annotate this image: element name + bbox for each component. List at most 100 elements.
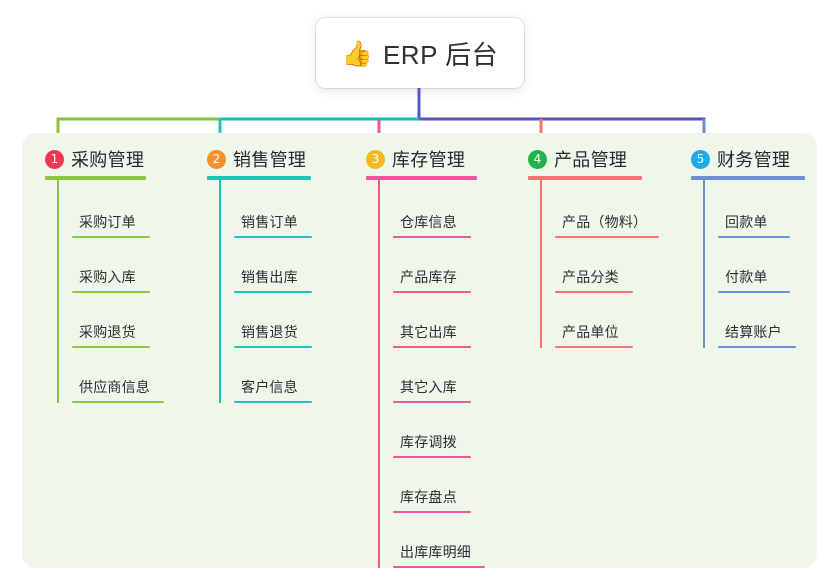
branch-title-1: 采购管理 bbox=[71, 150, 145, 170]
branch-item-label: 结算账户 bbox=[725, 324, 782, 340]
branch-spine-2 bbox=[219, 180, 221, 403]
branch-spine-3 bbox=[378, 180, 380, 568]
branch-items-3: 仓库信息产品库存其它出库其它入库库存调拨库存盘点出库库明细 bbox=[378, 180, 485, 568]
branch-item-label: 产品库存 bbox=[400, 269, 457, 285]
branch-item-label: 其它出库 bbox=[400, 324, 457, 340]
branch-item-underline bbox=[72, 236, 150, 238]
branch-header-3[interactable]: 3 库存管理 bbox=[366, 147, 485, 171]
branch-underline-1 bbox=[45, 176, 146, 180]
branch-spine-4 bbox=[540, 180, 542, 348]
branch-item-underline bbox=[718, 346, 796, 348]
branch-item-underline bbox=[72, 401, 164, 403]
branch-item-label: 仓库信息 bbox=[400, 214, 457, 230]
branch-badge-4: 4 bbox=[528, 149, 547, 169]
branch-item-label: 销售订单 bbox=[241, 214, 298, 230]
branches-panel bbox=[22, 133, 817, 568]
branch-item[interactable]: 其它出库 bbox=[393, 293, 485, 348]
branch-title-5: 财务管理 bbox=[717, 150, 791, 170]
branch-column-2: 2 销售管理销售订单销售出库销售退货客户信息 bbox=[207, 147, 312, 403]
branch-item-underline bbox=[234, 401, 312, 403]
branch-item[interactable]: 其它入库 bbox=[393, 348, 485, 403]
branch-item[interactable]: 客户信息 bbox=[234, 348, 312, 403]
branch-item-label: 产品单位 bbox=[562, 324, 619, 340]
branch-title-3: 库存管理 bbox=[392, 150, 466, 170]
branch-item[interactable]: 销售订单 bbox=[234, 183, 312, 238]
branch-item-label: 销售退货 bbox=[241, 324, 298, 340]
branch-item[interactable]: 产品库存 bbox=[393, 238, 485, 293]
branch-column-5: 5 财务管理回款单付款单结算账户 bbox=[691, 147, 805, 348]
branch-item-underline bbox=[393, 236, 471, 238]
branch-item-underline bbox=[393, 511, 471, 513]
branch-item-underline bbox=[718, 291, 790, 293]
branch-item[interactable]: 出库库明细 bbox=[393, 513, 485, 568]
branch-item-underline bbox=[718, 236, 790, 238]
branch-badge-3: 3 bbox=[366, 149, 385, 169]
branch-header-5[interactable]: 5 财务管理 bbox=[691, 147, 805, 171]
branch-item-label: 产品分类 bbox=[562, 269, 619, 285]
branch-item-label: 采购入库 bbox=[79, 269, 136, 285]
branch-item-label: 其它入库 bbox=[400, 379, 457, 395]
branch-item[interactable]: 销售退货 bbox=[234, 293, 312, 348]
branch-underline-4 bbox=[528, 176, 642, 180]
branch-items-4: 产品（物料） 产品分类产品单位 bbox=[540, 180, 659, 348]
branch-item-underline bbox=[234, 291, 312, 293]
branch-title-4: 产品管理 bbox=[554, 150, 628, 170]
branch-item[interactable]: 产品单位 bbox=[555, 293, 659, 348]
branch-item[interactable]: 销售出库 bbox=[234, 238, 312, 293]
branch-item-label: 供应商信息 bbox=[79, 379, 150, 395]
branch-item-underline bbox=[393, 456, 471, 458]
branch-badge-5: 5 bbox=[691, 149, 710, 169]
branch-item-underline bbox=[72, 291, 150, 293]
branch-items-5: 回款单付款单结算账户 bbox=[703, 180, 805, 348]
branch-item-underline bbox=[393, 566, 485, 568]
branch-item[interactable]: 供应商信息 bbox=[72, 348, 164, 403]
thumbs-up-icon: 👍 bbox=[341, 39, 373, 68]
branch-item[interactable]: 采购退货 bbox=[72, 293, 164, 348]
branch-item-label: 产品（物料） bbox=[562, 214, 648, 230]
branch-header-1[interactable]: 1 采购管理 bbox=[45, 147, 164, 171]
branch-item[interactable]: 回款单 bbox=[718, 183, 805, 238]
branch-items-1: 采购订单采购入库采购退货供应商信息 bbox=[57, 180, 164, 403]
branch-item-underline bbox=[234, 346, 312, 348]
branch-underline-2 bbox=[207, 176, 311, 180]
branch-underline-3 bbox=[366, 176, 477, 180]
branch-item[interactable]: 付款单 bbox=[718, 238, 805, 293]
branch-underline-5 bbox=[691, 176, 805, 180]
branch-badge-2: 2 bbox=[207, 149, 226, 169]
branch-item-label: 采购订单 bbox=[79, 214, 136, 230]
branch-spine-5 bbox=[703, 180, 705, 348]
branch-item-label: 销售出库 bbox=[241, 269, 298, 285]
branch-column-3: 3 库存管理仓库信息产品库存其它出库其它入库库存调拨库存盘点出库库明细 bbox=[366, 147, 485, 568]
branch-title-2: 销售管理 bbox=[233, 150, 307, 170]
branch-badge-1: 1 bbox=[45, 149, 64, 169]
branch-header-4[interactable]: 4 产品管理 bbox=[528, 147, 659, 171]
branch-item-underline bbox=[555, 236, 659, 238]
branch-item-label: 付款单 bbox=[725, 269, 768, 285]
branch-item[interactable]: 产品（物料） bbox=[555, 183, 659, 238]
branch-item-underline bbox=[393, 291, 471, 293]
branch-header-2[interactable]: 2 销售管理 bbox=[207, 147, 312, 171]
branch-item[interactable]: 采购入库 bbox=[72, 238, 164, 293]
branch-item-underline bbox=[234, 236, 312, 238]
root-node-card[interactable]: 👍 ERP 后台 bbox=[316, 18, 524, 88]
branch-item[interactable]: 采购订单 bbox=[72, 183, 164, 238]
root-node-title: ERP 后台 bbox=[382, 39, 499, 70]
branch-column-4: 4 产品管理产品（物料） 产品分类产品单位 bbox=[528, 147, 659, 348]
branch-item[interactable]: 库存盘点 bbox=[393, 458, 485, 513]
branch-item[interactable]: 仓库信息 bbox=[393, 183, 485, 238]
branch-item-underline bbox=[72, 346, 150, 348]
branch-items-2: 销售订单销售出库销售退货客户信息 bbox=[219, 180, 312, 403]
branch-item-underline bbox=[555, 346, 633, 348]
branch-item[interactable]: 结算账户 bbox=[718, 293, 805, 348]
branch-item-label: 库存调拨 bbox=[400, 434, 457, 450]
branch-item-label: 采购退货 bbox=[79, 324, 136, 340]
branch-item-underline bbox=[393, 401, 471, 403]
branch-column-1: 1 采购管理采购订单采购入库采购退货供应商信息 bbox=[45, 147, 164, 403]
branch-item[interactable]: 产品分类 bbox=[555, 238, 659, 293]
branch-item-label: 客户信息 bbox=[241, 379, 298, 395]
branch-item-underline bbox=[555, 291, 633, 293]
branch-item[interactable]: 库存调拨 bbox=[393, 403, 485, 458]
branch-item-underline bbox=[393, 346, 471, 348]
branch-item-label: 出库库明细 bbox=[400, 544, 471, 560]
